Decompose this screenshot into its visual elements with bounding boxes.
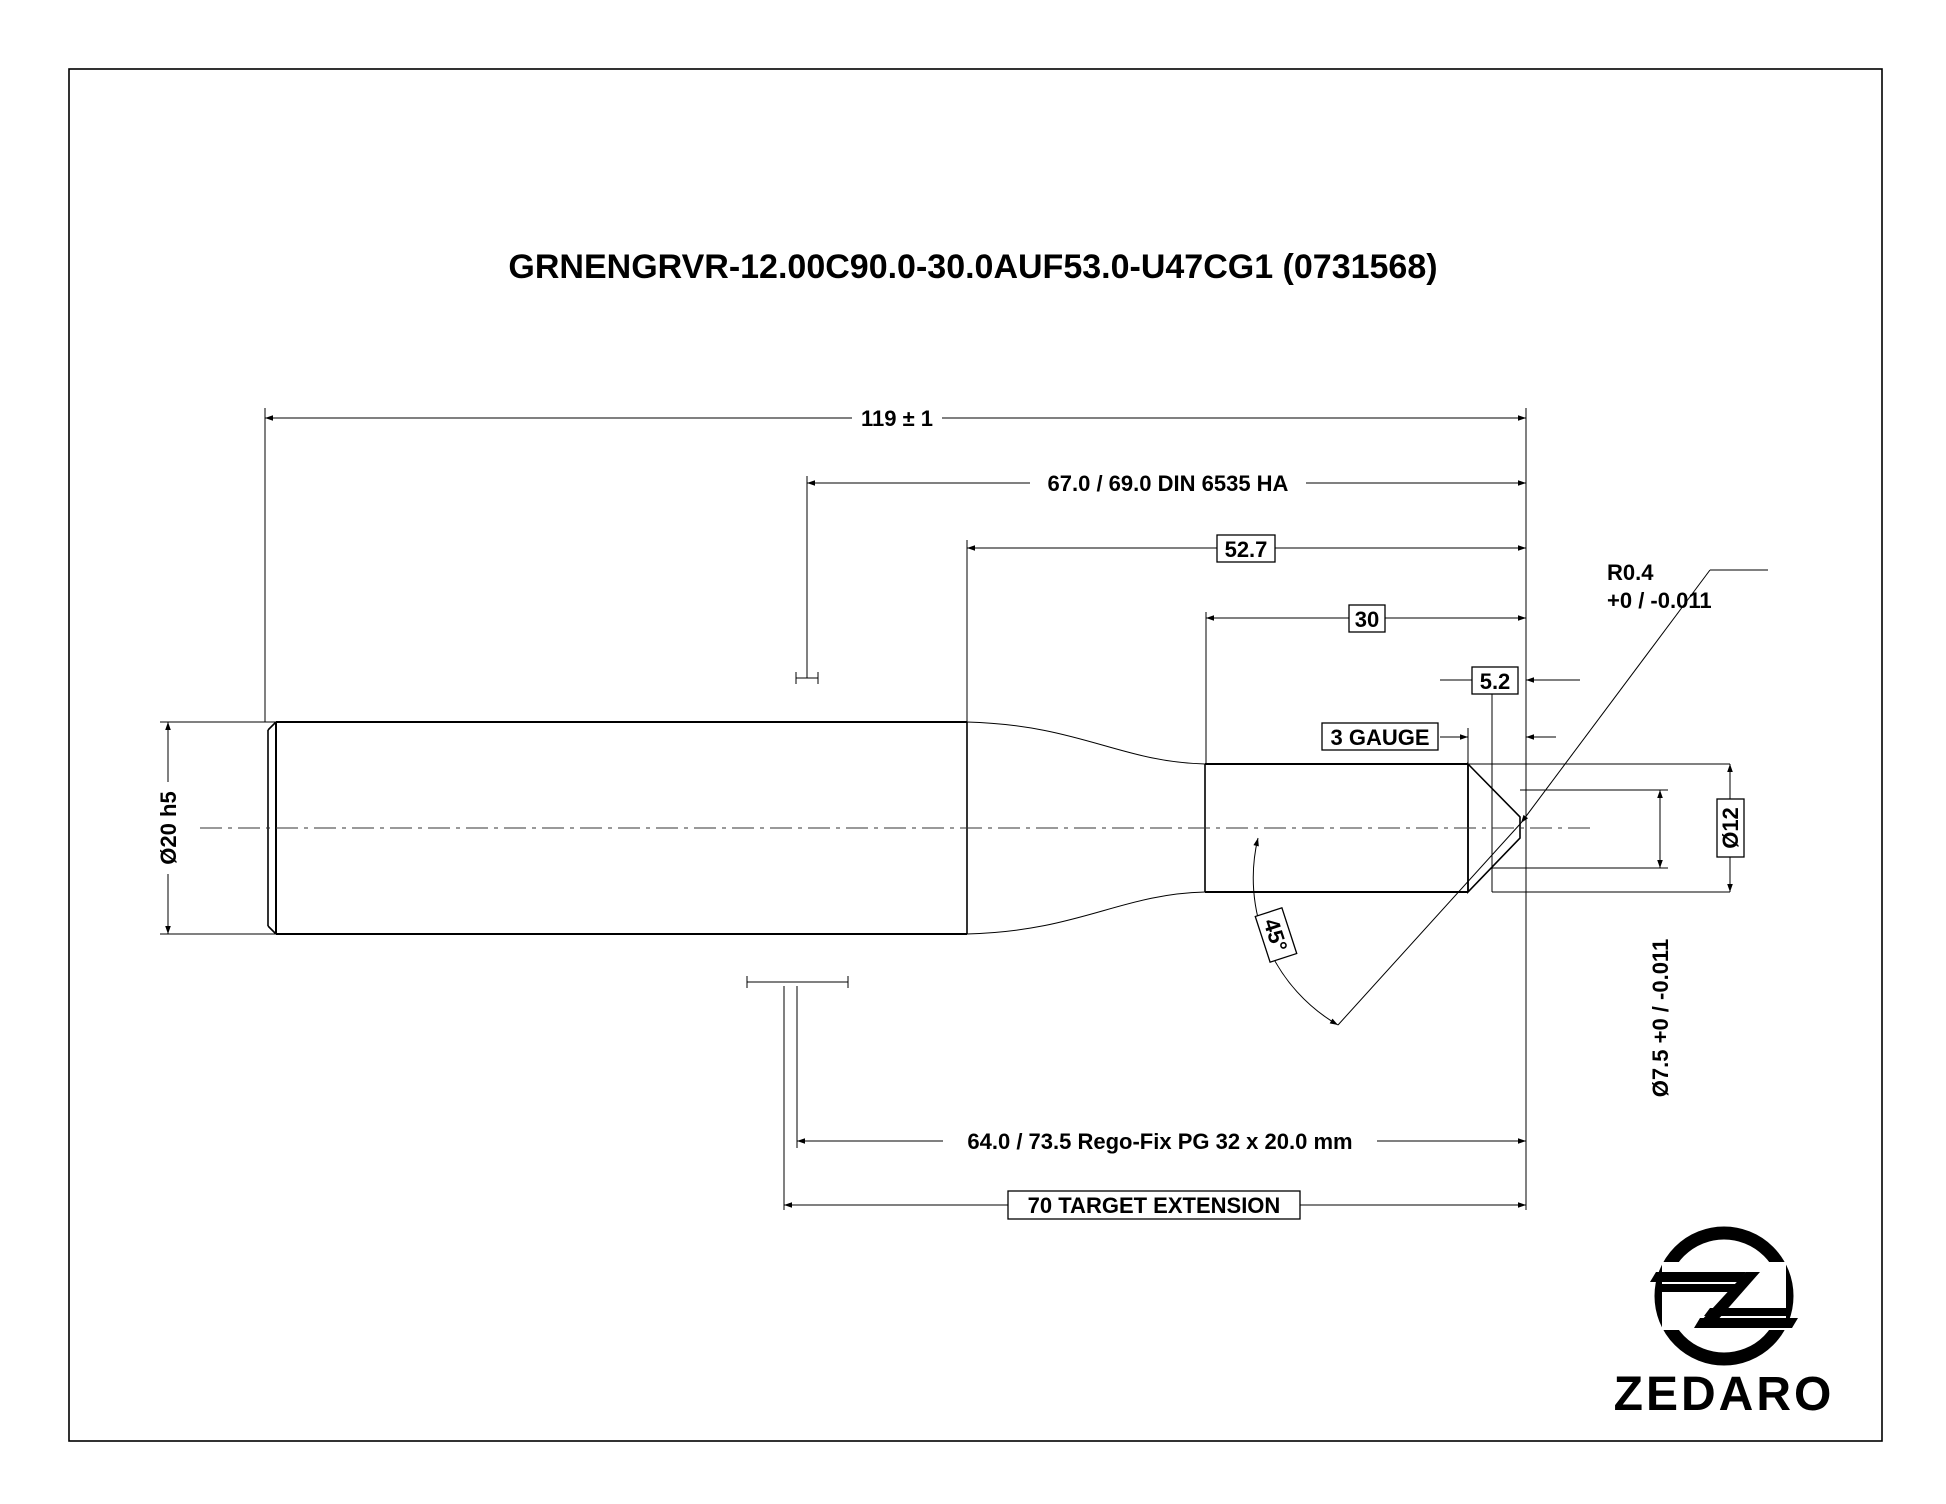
drawing-title: GRNENGRVR-12.00C90.0-30.0AUF53.0-U47CG1 … (508, 248, 1437, 286)
target-extension-box (1007, 1190, 1301, 1220)
tip-length-box (1471, 666, 1519, 695)
tip-diameter-label: Ø7.5 +0 / -0.011 (1648, 939, 1673, 1097)
tip-length-label: 5.2 (1480, 669, 1511, 694)
cutting-diameter-label: Ø12 (1718, 807, 1743, 849)
body-length-box (1348, 604, 1386, 633)
corner-radius-label: R0.4 (1607, 560, 1654, 585)
neck-length-label: 52.7 (1225, 537, 1268, 562)
drawing-border (68, 68, 1883, 1442)
corner-radius-tolerance-label: +0 / -0.011 (1607, 588, 1712, 613)
shank-diameter-label: Ø20 h5 (156, 791, 181, 864)
target-extension-label: 70 TARGET EXTENSION (1028, 1193, 1281, 1218)
neck-length-box (1216, 534, 1276, 563)
rego-length-label: 64.0 / 73.5 Rego-Fix PG 32 x 20.0 mm (967, 1129, 1352, 1154)
gauge-box (1321, 722, 1439, 751)
angle-box (1254, 907, 1298, 963)
tool-outline (200, 721, 1730, 935)
zedaro-logo-icon (1650, 1226, 1798, 1366)
extension-lines (160, 408, 1527, 1210)
gauge-label: 3 GAUGE (1330, 725, 1429, 750)
overall-length-label: 119 ± 1 (861, 406, 933, 431)
cutting-diameter-box (1716, 798, 1745, 858)
brand-name: ZEDARO (1614, 1368, 1835, 1421)
body-length-label: 30 (1355, 607, 1379, 632)
din-length-label: 67.0 / 69.0 DIN 6535 HA (1048, 471, 1289, 496)
